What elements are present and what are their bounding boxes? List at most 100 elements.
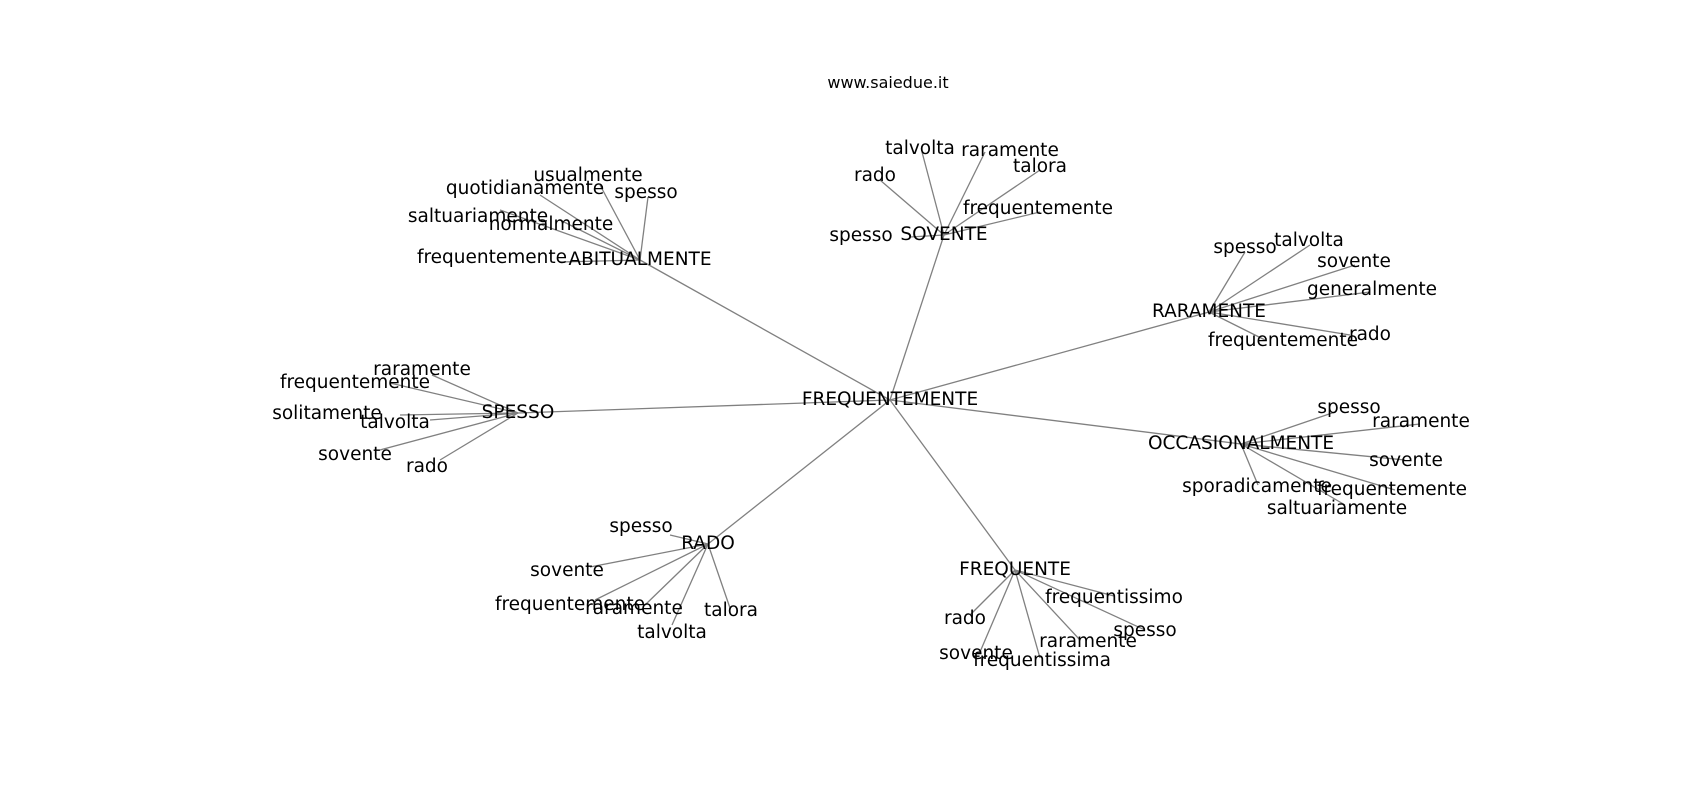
edge-center-hub: [639, 259, 891, 401]
edge-hub-leaf: [589, 543, 709, 568]
leaf-node-label: raramente: [1372, 411, 1470, 432]
edge-hub-leaf: [1014, 569, 1146, 631]
leaf-node-label: saltuariamente: [408, 206, 548, 227]
leaf-node-label: sovente: [318, 444, 392, 465]
edge-hub-leaf: [1208, 264, 1356, 313]
edge-hub-leaf: [1240, 443, 1346, 506]
edge-hub-leaf: [943, 151, 986, 236]
edge-hub-leaf: [599, 184, 641, 261]
leaf-node-label: frequentissima: [973, 650, 1111, 671]
leaf-node-label: frequentemente: [1208, 330, 1358, 351]
leaf-node-label: sovente: [939, 643, 1013, 664]
edge-hub-leaf: [639, 196, 649, 261]
edge-center-hub: [707, 399, 891, 545]
edge-hub-leaf: [439, 412, 519, 461]
leaf-node-label: sovente: [1369, 450, 1443, 471]
leaf-node-label: rado: [406, 456, 448, 477]
edge-center-hub: [517, 399, 891, 414]
leaf-node-label: raramente: [373, 359, 471, 380]
leaf-node-label: talvolta: [1274, 230, 1344, 251]
edge-hub-leaf: [379, 412, 519, 451]
edge-hub-leaf: [1240, 443, 1259, 486]
leaf-node-label: talora: [1013, 156, 1067, 177]
leaf-node-label: talvolta: [885, 138, 955, 159]
edge-hub-leaf: [389, 382, 519, 414]
edge-hub-leaf: [431, 374, 519, 414]
leaf-node-label: raramente: [1039, 631, 1137, 652]
edge-hub-leaf: [594, 543, 709, 601]
edge-hub-leaf: [559, 259, 641, 263]
hub-node-label: RARAMENTE: [1152, 301, 1266, 322]
leaf-node-label: sporadicamente: [1182, 476, 1332, 497]
leaf-node-label: spesso: [609, 516, 672, 537]
leaf-node-label: usualmente: [533, 165, 642, 186]
edge-hub-leaf: [1208, 311, 1266, 341]
edge-hub-leaf: [1014, 569, 1041, 659]
edge-hub-leaf: [943, 211, 1041, 236]
leaf-node-label: raramente: [585, 598, 683, 619]
edge-hub-leaf: [671, 543, 709, 626]
edge-hub-leaf: [879, 179, 945, 236]
leaf-node-label: frequentemente: [417, 247, 567, 268]
center-node-label: FREQUENTEMENTE: [802, 389, 978, 410]
edge-hub-leaf: [669, 534, 709, 545]
edge-hub-leaf: [1240, 411, 1336, 445]
leaf-node-label: frequentemente: [1317, 479, 1467, 500]
leaf-node-label: spesso: [614, 182, 677, 203]
leaf-node-label: talora: [704, 600, 758, 621]
edges-layer: [379, 151, 1421, 659]
leaf-node-label: talvolta: [637, 622, 707, 643]
edge-center-hub: [889, 399, 1242, 445]
leaf-node-label: solitamente: [272, 403, 382, 424]
edge-hub-leaf: [559, 219, 641, 261]
edge-hub-leaf: [909, 234, 945, 238]
edge-hub-leaf: [1014, 569, 1115, 597]
edge-hub-leaf: [1240, 443, 1406, 461]
leaf-node-label: generalmente: [1307, 279, 1437, 300]
leaf-node-label: spesso: [1113, 620, 1176, 641]
edge-hub-leaf: [707, 543, 731, 609]
site-title: www.saiedue.it: [827, 73, 948, 92]
edge-hub-leaf: [921, 151, 945, 236]
edge-center-hub: [889, 311, 1210, 401]
leaf-node-label: frequentissimo: [1045, 587, 1183, 608]
leaf-node-label: sovente: [530, 560, 604, 581]
leaf-node-label: frequentemente: [963, 198, 1113, 219]
hub-node-label: FREQUENTE: [959, 559, 1071, 580]
hub-node-label: ABITUALMENTE: [568, 249, 711, 270]
leaf-node-label: quotidianamente: [446, 178, 604, 199]
edge-hub-leaf: [943, 169, 1041, 236]
leaf-node-label: spesso: [1317, 397, 1380, 418]
hub-node-label: SOVENTE: [900, 224, 987, 245]
hub-node-label: SPESSO: [482, 402, 555, 423]
edge-hub-leaf: [1208, 244, 1311, 313]
edge-hub-leaf: [969, 569, 1016, 616]
leaf-node-label: talvolta: [360, 412, 430, 433]
edge-center-hub: [889, 234, 945, 401]
edge-hub-leaf: [1208, 311, 1351, 336]
leaf-node-label: rado: [944, 608, 986, 629]
leaf-node-label: frequentemente: [495, 594, 645, 615]
edge-hub-leaf: [539, 194, 641, 261]
edge-hub-leaf: [1240, 423, 1421, 445]
hub-node-label: RADO: [681, 533, 735, 554]
leaf-node-label: raramente: [961, 140, 1059, 161]
leaf-node-label: normalmente: [489, 214, 614, 235]
edge-hub-leaf: [644, 543, 709, 606]
hub-node-label: OCCASIONALMENTE: [1148, 433, 1334, 454]
labels-layer: www.saiedue.it FREQUENTEMENTE ABITUALMENT…: [272, 73, 1470, 671]
edge-hub-leaf: [979, 569, 1016, 653]
leaf-node-label: saltuariamente: [1267, 498, 1407, 519]
edge-hub-leaf: [1208, 251, 1246, 313]
edge-hub-leaf: [499, 209, 641, 261]
leaf-node-label: frequentemente: [280, 372, 430, 393]
leaf-node-label: rado: [854, 165, 896, 186]
edge-hub-leaf: [1014, 569, 1081, 641]
leaf-node-label: spesso: [829, 225, 892, 246]
leaf-node-label: spesso: [1213, 237, 1276, 258]
edge-hub-leaf: [429, 412, 519, 421]
edge-center-hub: [889, 399, 1016, 571]
edge-hub-leaf: [399, 412, 519, 416]
